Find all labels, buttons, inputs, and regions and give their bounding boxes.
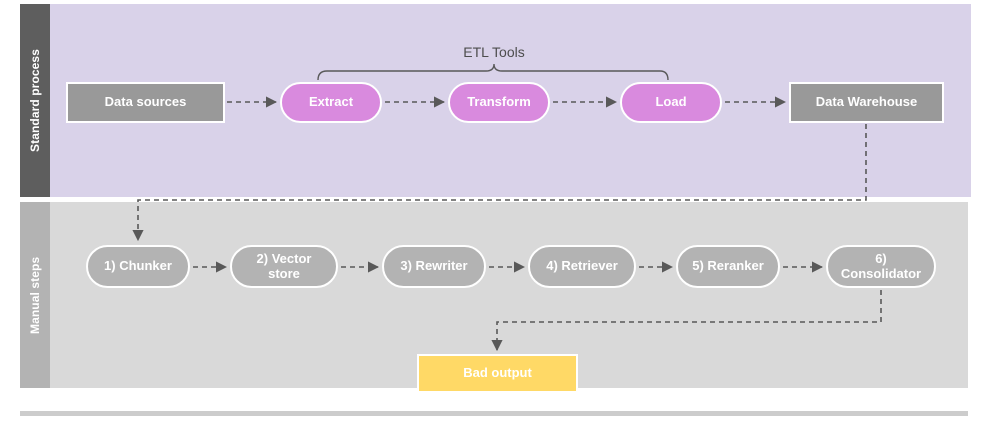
node-chunker[interactable]: 1) Chunker xyxy=(86,245,190,288)
node-vector-store-line1: 2) Vector xyxy=(256,250,312,266)
node-transform[interactable]: Transform xyxy=(448,82,550,123)
node-consolidator-line1: 6) xyxy=(875,250,887,266)
etl-tools-label: ETL Tools xyxy=(463,44,525,60)
node-consolidator-line2: Consolidator xyxy=(840,265,922,281)
node-extract[interactable]: Extract xyxy=(280,82,382,123)
node-bad-output[interactable]: Bad output xyxy=(417,354,578,393)
node-vector-store-line2: store xyxy=(268,265,300,281)
footer-bar xyxy=(20,411,968,416)
lane-label-manual-steps: Manual steps xyxy=(20,202,50,388)
node-retriever[interactable]: 4) Retriever xyxy=(528,245,636,288)
node-load[interactable]: Load xyxy=(620,82,722,123)
node-reranker[interactable]: 5) Reranker xyxy=(676,245,780,288)
lane-label-standard-process: Standard process xyxy=(20,4,50,197)
node-data-sources[interactable]: Data sources xyxy=(66,82,225,123)
node-vector-store[interactable]: 2) Vector store xyxy=(230,245,338,288)
node-data-warehouse[interactable]: Data Warehouse xyxy=(789,82,944,123)
node-rewriter[interactable]: 3) Rewriter xyxy=(382,245,486,288)
node-consolidator[interactable]: 6) Consolidator xyxy=(826,245,936,288)
